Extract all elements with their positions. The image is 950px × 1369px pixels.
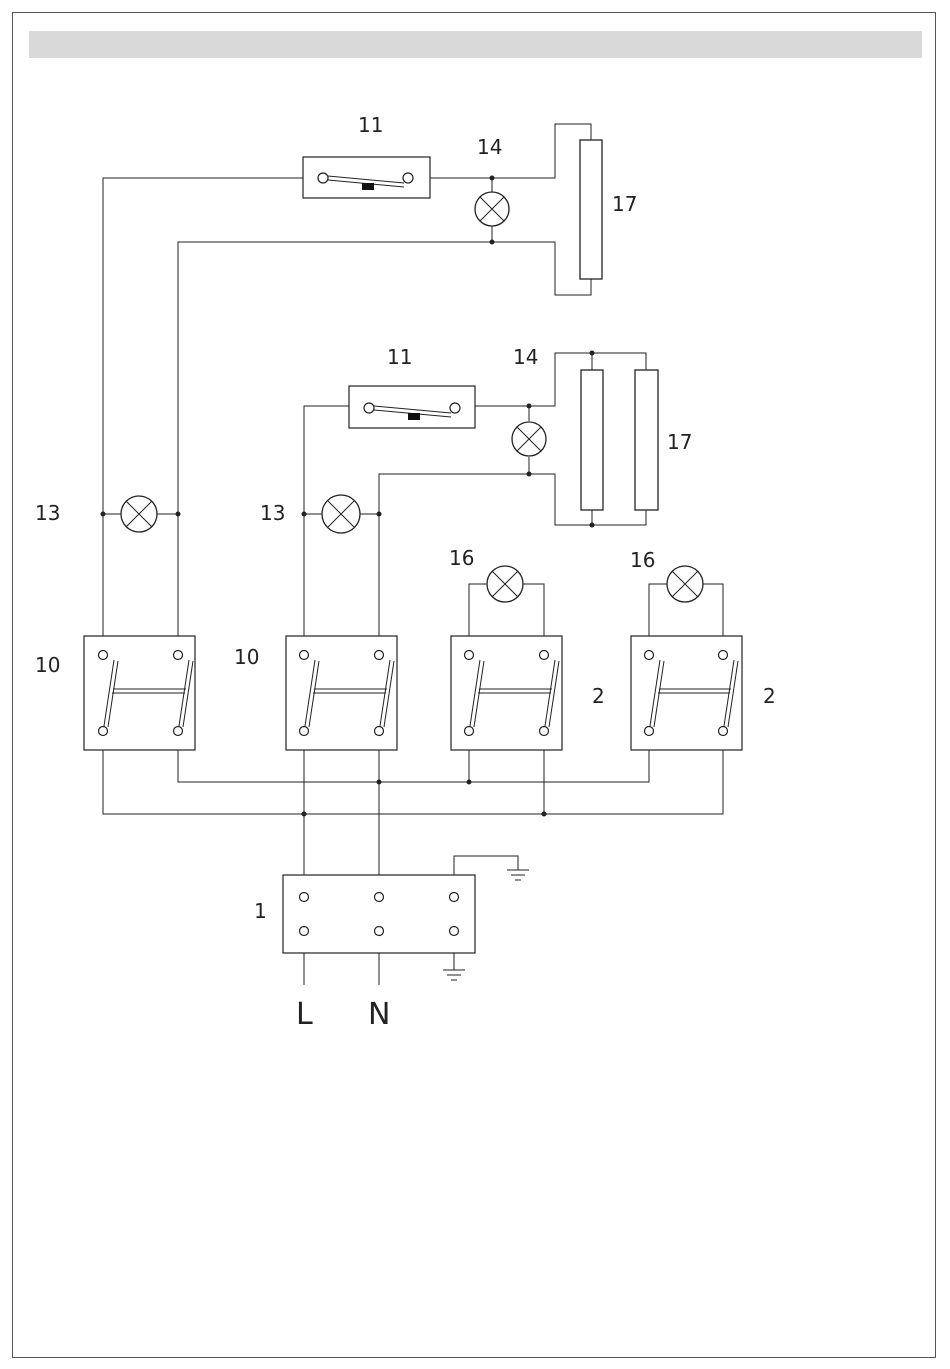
label-heater-mid: 17 (667, 430, 692, 454)
heating-element-icon (635, 370, 658, 510)
switch-icon (451, 636, 562, 750)
label-phase: L (296, 997, 313, 1032)
heating-element-icon (581, 370, 603, 510)
label-switch10-a: 10 (35, 653, 60, 677)
label-lamp16-b: 16 (630, 548, 655, 572)
lamp-icon (121, 496, 157, 532)
lamp-icon (487, 566, 523, 602)
label-lamp16-a: 16 (449, 546, 474, 570)
lamp-icon (667, 566, 703, 602)
label-thermostat-mid: 11 (387, 345, 412, 369)
lamp-icon (475, 192, 509, 226)
switch-icon (84, 636, 195, 750)
switch-icon (286, 636, 397, 750)
terminal-block-icon (283, 875, 475, 953)
switch-icon (631, 636, 742, 750)
label-pilot-mid: 14 (513, 345, 538, 369)
ground-icon (443, 970, 465, 980)
label-heater-top: 17 (612, 192, 637, 216)
ground-icon (507, 870, 529, 880)
label-lamp13-left: 13 (35, 501, 60, 525)
label-terminal-block: 1 (254, 899, 267, 923)
thermostat-icon (349, 386, 475, 428)
label-lamp13-mid: 13 (260, 501, 285, 525)
label-switch2-a: 2 (592, 684, 605, 708)
lamp-icon (512, 422, 546, 456)
heating-element-icon (580, 140, 602, 279)
label-neutral: N (368, 997, 390, 1032)
label-pilot-top: 14 (477, 135, 502, 159)
thermostat-icon (303, 157, 430, 198)
label-switch10-b: 10 (234, 645, 259, 669)
label-switch2-b: 2 (763, 684, 776, 708)
label-thermostat-top: 11 (358, 113, 383, 137)
lamp-icon (322, 495, 360, 533)
